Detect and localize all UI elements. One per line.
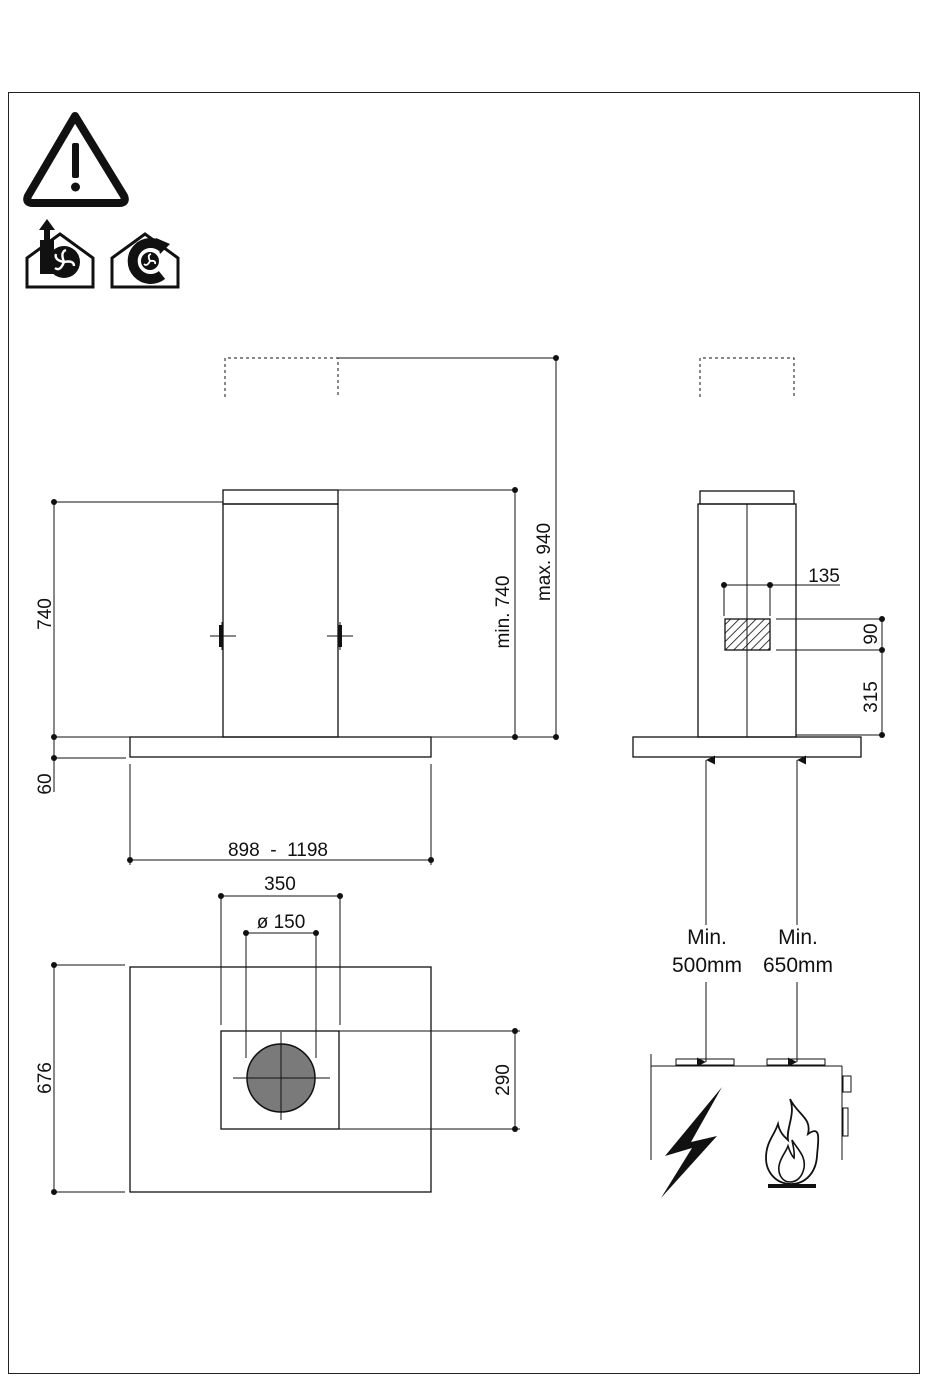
wall-bracket — [725, 619, 770, 650]
top-view: 350 ø 150 676 290 — [35, 874, 520, 1195]
gas-flame-icon — [766, 1099, 818, 1188]
warning-triangle-icon — [27, 116, 125, 203]
mounting-mark-left — [210, 622, 236, 650]
total-max-label: max. 940 — [534, 523, 555, 601]
recirculation-mode-icon — [112, 234, 178, 287]
electric-clearance-line1: Min. — [687, 926, 727, 949]
electric-hob-icon — [661, 1087, 722, 1198]
bracket-width-label: 135 — [808, 566, 840, 587]
chimney-width-label: 350 — [264, 874, 296, 895]
depth-dimension-label: 676 — [35, 1062, 56, 1094]
gas-clearance-line2: 650mm — [763, 954, 833, 977]
chimney-depth-label: 290 — [493, 1064, 514, 1096]
outlet-diameter-label: ø 150 — [257, 912, 306, 933]
bracket-offset-label: 315 — [861, 681, 882, 713]
extraction-mode-icon — [27, 219, 93, 287]
hob-clearance: Min. 500mm Min. 650mm — [651, 760, 851, 1198]
electric-clearance-line2: 500mm — [672, 954, 742, 977]
bracket-height-label: 90 — [861, 623, 882, 644]
front-view: 740 60 898 - 1198 min. 740 max. 940 — [35, 355, 559, 865]
width-dimension-label: 898 - 1198 — [228, 840, 328, 861]
mounting-mark-right — [327, 622, 353, 650]
chimney-min-label: min. 740 — [493, 576, 514, 649]
gas-clearance-line1: Min. — [778, 926, 818, 949]
canopy-thickness-label: 60 — [35, 773, 56, 794]
height-dimension-label: 740 — [35, 598, 56, 630]
side-view: 135 90 315 — [633, 358, 885, 757]
